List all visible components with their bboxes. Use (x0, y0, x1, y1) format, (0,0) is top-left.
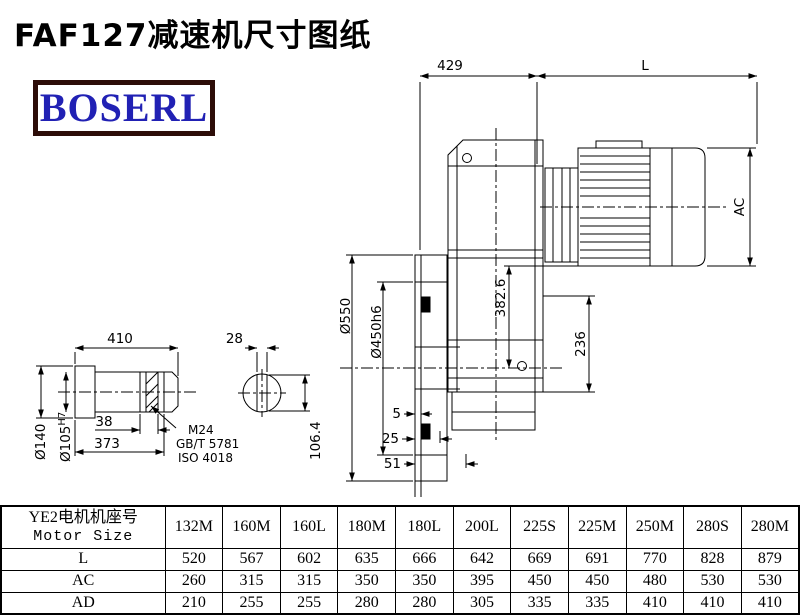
table-cell: 410 (683, 591, 742, 615)
dimension-labels: 429 L AC Ø550 Ø450h6 382.6 236 5 25 51 4… (33, 58, 748, 472)
note-iso4018: ISO 4018 (178, 451, 233, 465)
table-cell: 520 (164, 547, 224, 571)
dim-51-label: 51 (384, 456, 401, 472)
note-m24: M24 (188, 423, 214, 437)
main-view-dimensions (346, 73, 758, 482)
dim-429-label: 429 (437, 58, 463, 74)
table-cell: 530 (740, 569, 800, 593)
shaft-collar (74, 365, 96, 419)
page-title: FAF127减速机尺寸图纸 (14, 18, 372, 54)
dim-106-label: 106.4 (308, 421, 324, 460)
dim-38-label: 38 (95, 414, 112, 430)
dim-450h6-label: Ø450h6 (369, 305, 385, 359)
table-cell: 410 (740, 591, 800, 615)
motor-body (577, 147, 706, 267)
table-cell: 395 (452, 569, 512, 593)
note-gbt5781: GB/T 5781 (176, 437, 239, 451)
boserl-logo-text: BOSERL (39, 85, 209, 130)
bolt-icon (462, 153, 472, 163)
dim-105-label: Ø105H7 (57, 412, 74, 462)
table-cell: 410 (625, 591, 685, 615)
table-cell: 669 (510, 547, 569, 571)
boserl-logo: BOSERL (33, 80, 215, 136)
dim-25-label: 25 (382, 431, 399, 447)
shaft-detail-view (36, 345, 310, 456)
table-cell: 480 (625, 569, 685, 593)
table-cell: 280 (395, 591, 454, 615)
table-cell: 350 (395, 569, 454, 593)
table-cell: 350 (337, 569, 396, 593)
table-cell: 530 (683, 569, 742, 593)
column-header: 250M (625, 505, 685, 549)
output-flange (414, 254, 448, 482)
column-header: 160M (222, 505, 281, 549)
dim-5-label: 5 (392, 406, 401, 422)
table-cell: 770 (625, 547, 685, 571)
column-header: 180M (337, 505, 396, 549)
dim-382-label: 382.6 (493, 279, 509, 318)
column-header: 225M (567, 505, 627, 549)
table-cell: 305 (452, 591, 512, 615)
column-header: 200L (452, 505, 512, 549)
table-corner-header: YE2电机机座号 Motor Size (0, 505, 166, 549)
table-cell: 666 (395, 547, 454, 571)
table-cell: 691 (567, 547, 627, 571)
column-header: 132M (164, 505, 224, 549)
column-header: 160L (279, 505, 339, 549)
table-cell: 635 (337, 547, 396, 571)
flange-hole (420, 423, 431, 440)
row-label: AD (0, 591, 166, 615)
table-cell: 315 (222, 569, 281, 593)
column-header: 280S (683, 505, 742, 549)
table-cell: 335 (510, 591, 569, 615)
dim-L-label: L (641, 58, 649, 74)
column-header: 180L (395, 505, 454, 549)
column-header: 225S (510, 505, 569, 549)
table-cell: 255 (279, 591, 339, 615)
table-cell: 280 (337, 591, 396, 615)
bolt-icon (517, 361, 527, 371)
table-cell: 602 (279, 547, 339, 571)
motor-size-label-cn: YE2电机机座号 (28, 508, 138, 526)
dim-373-label: 373 (94, 436, 120, 452)
table-cell: 315 (279, 569, 339, 593)
table-cell: 210 (164, 591, 224, 615)
table-cell: 879 (740, 547, 800, 571)
dim-236-label: 236 (573, 331, 589, 357)
dim-AC-label: AC (732, 198, 748, 216)
column-header: 280M (740, 505, 800, 549)
table-cell: 335 (567, 591, 627, 615)
table-cell: 260 (164, 569, 224, 593)
table-cell: 828 (683, 547, 742, 571)
table-cell: 567 (222, 547, 281, 571)
dim-140-label: Ø140 (33, 424, 49, 460)
flange-hole (420, 296, 431, 313)
motor-size-label-en: Motor Size (33, 527, 134, 545)
terminal-box (595, 140, 643, 149)
dim-550-label: Ø550 (338, 298, 354, 334)
dim-410-label: 410 (107, 331, 133, 347)
table-cell: 450 (510, 569, 569, 593)
table-cell: 450 (567, 569, 627, 593)
row-label: L (0, 547, 166, 571)
main-view (340, 128, 728, 497)
table-cell: 642 (452, 547, 512, 571)
table-cell: 255 (222, 591, 281, 615)
row-label: AC (0, 569, 166, 593)
dim-28-label: 28 (226, 331, 243, 347)
